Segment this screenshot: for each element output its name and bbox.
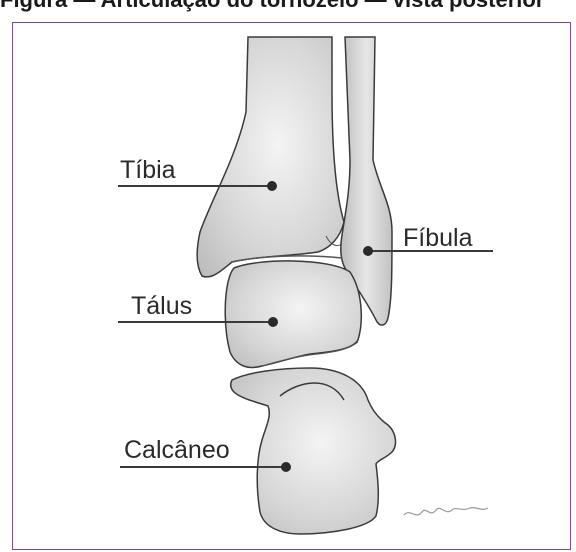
fibula-label: Fíbula bbox=[403, 224, 472, 252]
talus-label: Tálus bbox=[131, 292, 192, 320]
tibia-bone bbox=[197, 37, 344, 277]
calcaneus-label: Calcâneo bbox=[124, 436, 230, 464]
talus-bone bbox=[225, 261, 361, 368]
fibula-leader-dot bbox=[363, 246, 373, 256]
talus-leader-dot bbox=[268, 317, 278, 327]
tibia-leader-dot bbox=[267, 181, 277, 191]
artist-signature bbox=[404, 508, 488, 515]
calcaneus-bone bbox=[231, 368, 396, 534]
tibia-label: Tíbia bbox=[120, 156, 176, 184]
calcaneus-leader-dot bbox=[281, 462, 291, 472]
